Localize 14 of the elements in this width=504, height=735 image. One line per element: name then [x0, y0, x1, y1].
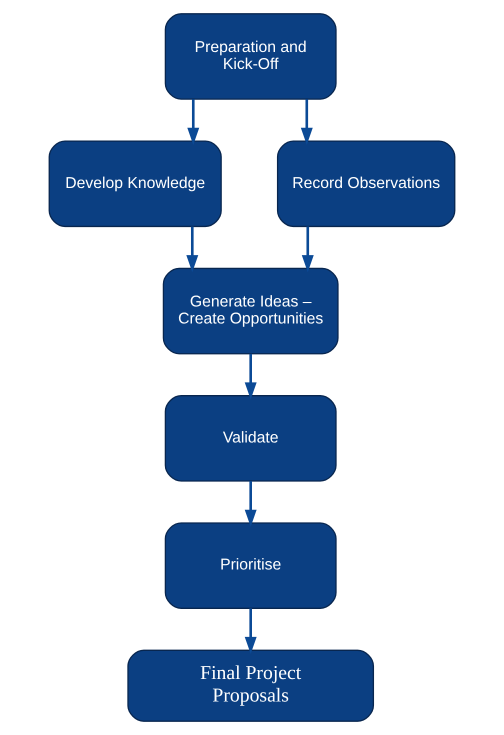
- node-box: Preparation and Kick-Off: [164, 13, 337, 100]
- arrow: [244, 481, 257, 527]
- node-box: Validate: [164, 395, 337, 482]
- node-box: Final Project Proposals: [127, 650, 374, 722]
- node-box: Record Observations: [276, 140, 456, 228]
- node-box: Prioritise: [164, 522, 337, 609]
- arrow: [300, 99, 313, 145]
- arrow: [302, 226, 314, 272]
- arrow: [187, 99, 200, 145]
- arrow: [186, 226, 198, 272]
- node-box: Generate Ideas – Create Opportunities: [162, 268, 339, 354]
- arrow: [244, 354, 257, 400]
- arrow: [244, 608, 257, 654]
- node-box: Develop Knowledge: [48, 140, 222, 228]
